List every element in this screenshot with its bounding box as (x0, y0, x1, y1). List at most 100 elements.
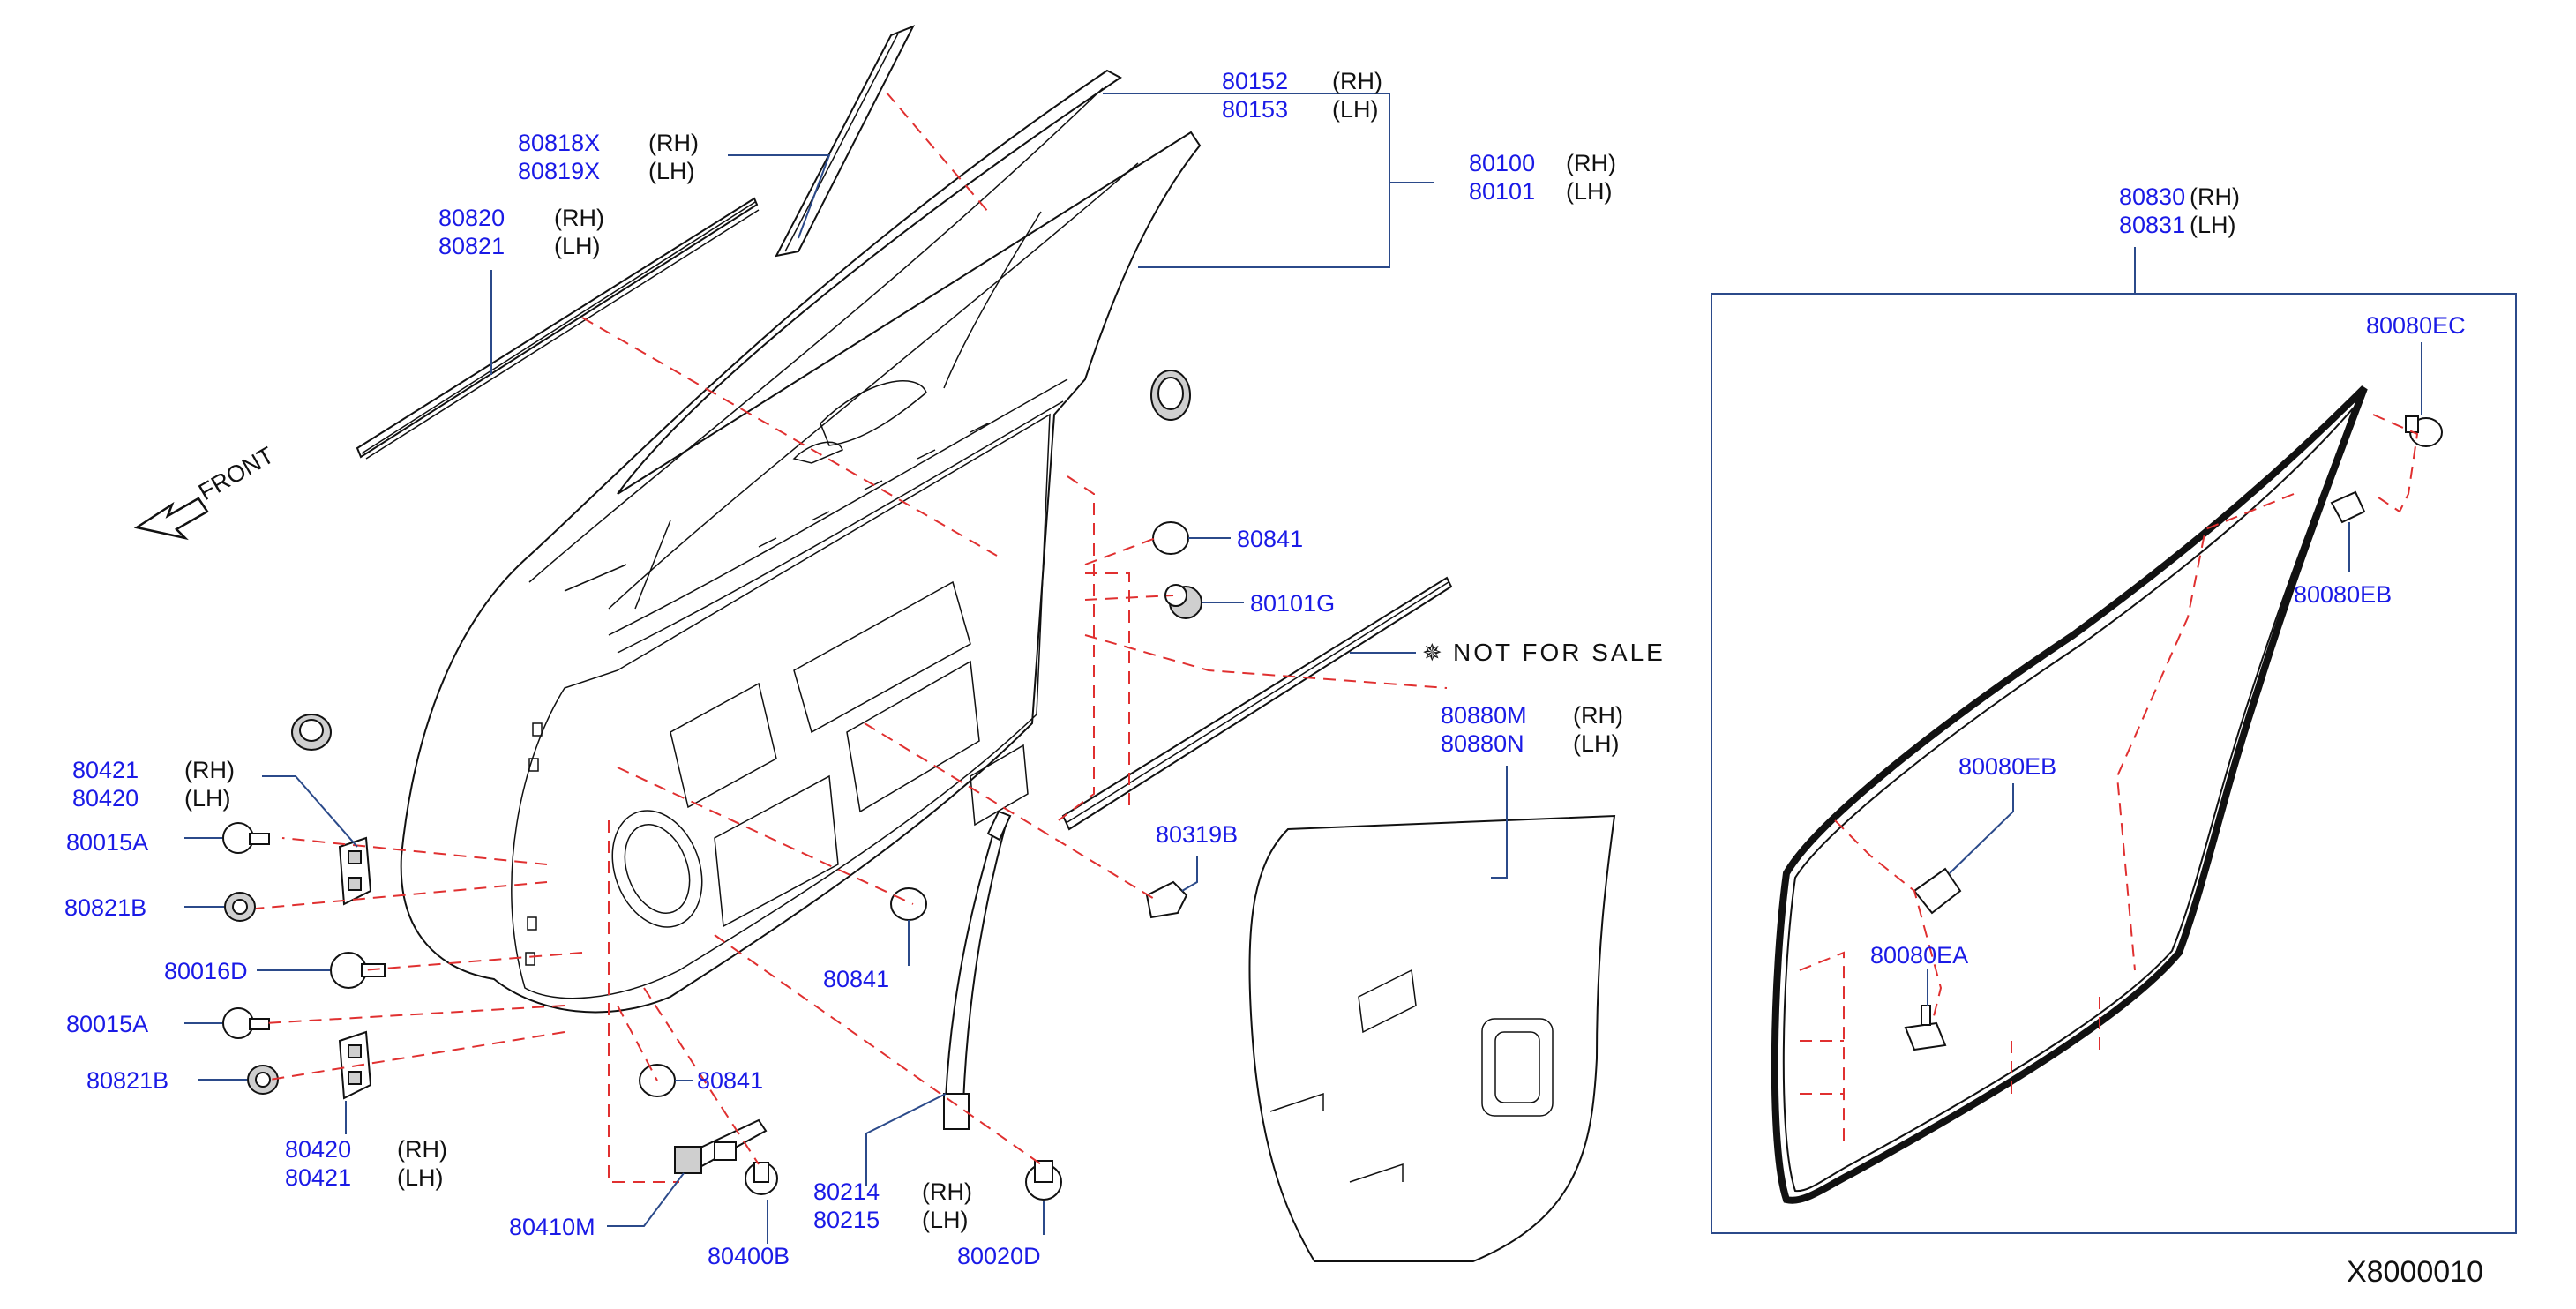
part-number[interactable]: 80420 (285, 1136, 351, 1163)
callout-80841-2[interactable]: 80841 (823, 966, 889, 992)
callout-80400b[interactable]: 80400B (708, 1243, 790, 1269)
part-number[interactable]: 80821B (86, 1067, 168, 1094)
clip-80080eb-mid[interactable] (1913, 867, 1962, 915)
plug-80841-b[interactable] (890, 887, 927, 921)
part-number[interactable]: 80880N (1441, 730, 1524, 757)
bolt-80015a-lower[interactable] (222, 1007, 270, 1039)
callout-80020d[interactable]: 80020D (957, 1243, 1041, 1269)
callout-80841-3[interactable]: 80841 (697, 1067, 763, 1094)
clip-80080eb-upper[interactable] (2330, 490, 2366, 524)
sash-channel[interactable] (944, 819, 1007, 1104)
part-number[interactable]: 80101 (1469, 178, 1535, 205)
part-number[interactable]: 80821B (64, 894, 146, 921)
side-label: (RH) (1332, 68, 1382, 94)
part-number[interactable]: 80410M (509, 1214, 595, 1240)
callout-80080ea[interactable]: 80080EA (1870, 942, 1968, 969)
grommet-left[interactable] (291, 714, 332, 751)
part-number[interactable]: 80015A (66, 1011, 148, 1037)
plug-80841-a[interactable] (1152, 521, 1189, 555)
part-number[interactable]: 80080EC (2366, 312, 2466, 339)
side-label: (LH) (1573, 730, 1620, 757)
clip-80319b[interactable] (1145, 880, 1188, 919)
bolt-80400b[interactable] (745, 1162, 778, 1195)
callout-80319b[interactable]: 80319B (1156, 821, 1238, 848)
part-number[interactable]: 80080EA (1870, 942, 1968, 969)
callout-80880m[interactable]: 80880M(RH)80880N(LH) (1441, 702, 1623, 757)
door-shell[interactable] (400, 69, 1202, 1014)
clip-80080ec[interactable] (2405, 415, 2443, 447)
part-number[interactable]: 80841 (1237, 526, 1303, 552)
part-number[interactable]: 80841 (823, 966, 889, 992)
bolt-80016d[interactable] (330, 952, 386, 989)
leader-lines (184, 93, 2422, 1244)
callout-80080ec[interactable]: 80080EC (2366, 312, 2466, 339)
bolt-80020d[interactable] (1025, 1160, 1062, 1201)
callout-80101g[interactable]: 80101G (1250, 590, 1335, 617)
callout-80841-1[interactable]: 80841 (1237, 526, 1303, 552)
side-label: (RH) (922, 1178, 972, 1205)
callout-80152[interactable]: 80152(RH)80153(LH) (1222, 68, 1382, 123)
part-number[interactable]: 80421 (285, 1164, 351, 1191)
clip-80080ea[interactable] (1904, 1005, 1947, 1051)
side-label: (RH) (648, 130, 699, 156)
part-number[interactable]: 80400B (708, 1243, 790, 1269)
part-number[interactable]: 80319B (1156, 821, 1238, 848)
callout-80100[interactable]: 80100(RH)80101(LH) (1469, 150, 1616, 205)
part-number[interactable]: 80016D (164, 958, 248, 984)
part-number[interactable]: 80153 (1222, 96, 1288, 123)
part-number[interactable]: 80100 (1469, 150, 1535, 176)
side-label: (LH) (2190, 212, 2236, 238)
nut-80821b-upper[interactable] (224, 892, 256, 922)
part-number[interactable]: 80015A (66, 829, 148, 856)
callout-80420[interactable]: 80420(RH)80421(LH) (285, 1136, 447, 1191)
grommet-top[interactable] (1150, 370, 1191, 421)
part-number[interactable]: 80820 (438, 205, 505, 231)
part-number[interactable]: 80420 (72, 785, 139, 812)
callout-80214[interactable]: 80214(RH)80215(LH) (813, 1178, 972, 1233)
side-label: (LH) (648, 158, 695, 184)
part-number[interactable]: 80020D (957, 1243, 1041, 1269)
sash-cover[interactable] (775, 25, 916, 258)
front-label: FRONT (194, 442, 279, 505)
part-number[interactable]: 80831 (2119, 212, 2185, 238)
part-number[interactable]: 80830 (2119, 183, 2185, 210)
part-number[interactable]: 80880M (1441, 702, 1527, 729)
callout-80830[interactable]: 80830(RH)80831(LH) (2119, 183, 2240, 238)
not-for-sale-note: ✵ NOT FOR SALE (1422, 639, 1666, 666)
part-number[interactable]: 80818X (518, 130, 600, 156)
door-finisher[interactable] (1248, 814, 1616, 1262)
part-number[interactable]: 80841 (697, 1067, 763, 1094)
not-for-sale-text: NOT FOR SALE (1453, 639, 1666, 666)
bumper-80101g[interactable] (1164, 584, 1202, 619)
part-number[interactable]: 80214 (813, 1178, 880, 1205)
part-number[interactable]: 80821 (438, 233, 505, 259)
callout-80015a-2[interactable]: 80015A (66, 1011, 148, 1037)
hinge-upper[interactable] (338, 836, 372, 906)
callout-80821b-1[interactable]: 80821B (64, 894, 146, 921)
part-number[interactable]: 80819X (518, 158, 600, 184)
callout-80818x[interactable]: 80818X (RH) 80819X (LH) (518, 130, 699, 184)
nut-80821b-lower[interactable] (247, 1065, 279, 1095)
bolt-80015a-upper[interactable] (222, 822, 270, 854)
callout-80015a-1[interactable]: 80015A (66, 829, 148, 856)
callout-80080eb-2[interactable]: 80080EB (1958, 753, 2056, 780)
front-arrow-icon (133, 497, 209, 541)
callout-80821b-2[interactable]: 80821B (86, 1067, 168, 1094)
check-link-80410m[interactable] (674, 1118, 768, 1174)
part-number[interactable]: 80080EB (2294, 581, 2392, 608)
part-number[interactable]: 80215 (813, 1207, 880, 1233)
callout-80820[interactable]: 80820(RH)80821(LH) (438, 205, 604, 259)
callout-80410m[interactable]: 80410M (509, 1214, 595, 1240)
callout-80421[interactable]: 80421(RH)80420(LH) (72, 757, 235, 812)
side-label: (LH) (397, 1164, 444, 1191)
part-number[interactable]: 80152 (1222, 68, 1288, 94)
part-number[interactable]: 80421 (72, 757, 139, 783)
part-number[interactable]: 80101G (1250, 590, 1335, 617)
weatherstrip-detail-frame (1711, 293, 2517, 1234)
part-number[interactable]: 80080EB (1958, 753, 2056, 780)
body-side-weatherstrip[interactable] (1771, 385, 2368, 1204)
callout-80016d[interactable]: 80016D (164, 958, 248, 984)
asterisk-icon: ✵ (1422, 640, 1442, 666)
callout-80080eb-1[interactable]: 80080EB (2294, 581, 2392, 608)
